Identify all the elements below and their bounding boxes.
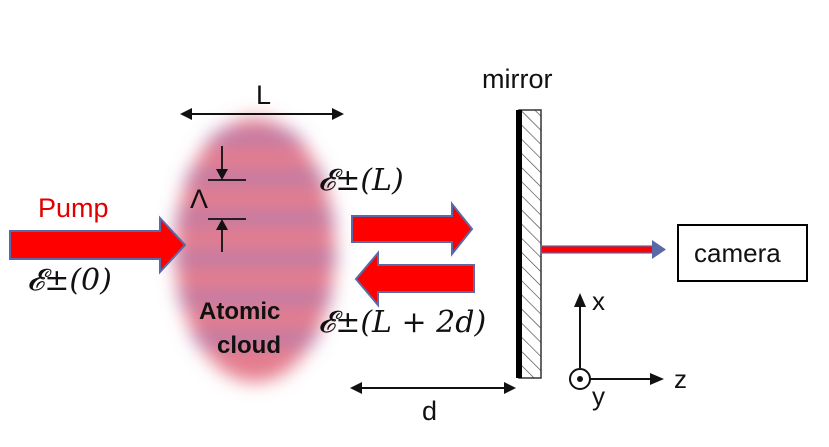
pump-label: Pump [38,193,109,223]
transmitted-beam [540,240,666,259]
distance-arrow [350,382,516,394]
axis-x-label: x [592,286,605,316]
camera-label: camera [694,238,781,268]
mirror [516,109,542,379]
pump-arrow [9,215,187,275]
length-arrow [180,108,344,120]
mirror-label: mirror [482,64,553,94]
backward-arrow [354,250,475,308]
forward-arrow [351,201,474,257]
period-label: Λ [190,184,209,214]
atomic-cloud [173,118,337,382]
axis-z-label: z [674,364,687,394]
camera-box [677,224,808,282]
forward-field-label: 𝓔±(L) [318,163,404,198]
axis-y-label: y [592,381,605,411]
period-marks [208,146,246,252]
pump-field-label: 𝓔±(0) [27,263,112,298]
length-label: L [256,80,272,110]
cloud-label-line1: Atomic [199,298,281,325]
distance-label: d [422,396,438,426]
coordinate-axes [569,293,664,390]
backward-field-label: 𝓔±(L + 2d) [318,305,487,340]
cloud-label-line2: cloud [217,332,281,359]
